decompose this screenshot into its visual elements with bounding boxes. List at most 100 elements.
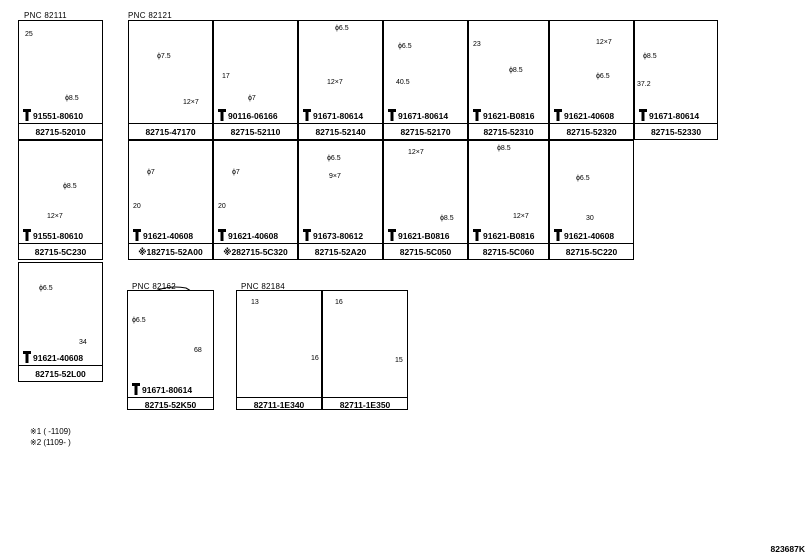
part-cell-82715-52A00[interactable]: ϕ7 20 91621-40608 ※182715-52A00	[128, 140, 213, 260]
dimension-label: 34	[79, 339, 87, 346]
bolt-part-number[interactable]: 91621-40608	[33, 353, 84, 363]
part-number-label[interactable]: 82715-52140	[315, 127, 366, 137]
dimension-label: ϕ7	[147, 169, 155, 176]
part-cell-82715-5C050[interactable]: 12×7 ϕ8.5 91621-B0816 82715-5C050	[383, 140, 468, 260]
dimension-label: 30	[586, 215, 594, 222]
part-number-label[interactable]: ※182715-52A00	[138, 247, 203, 257]
part-number-label[interactable]: 82715-52320	[566, 127, 617, 137]
part-cell-82715-52320[interactable]: 12×7 ϕ6.5 91621-40608 82715-52320	[549, 20, 634, 140]
bolt-part-number[interactable]: 91621-40608	[143, 231, 194, 241]
dimension-label: 23	[473, 41, 481, 48]
part-cell-82715-5C320[interactable]: ϕ7 20 91621-40608 ※282715-5C320	[213, 140, 298, 260]
dimension-label: ϕ8.5	[63, 183, 77, 190]
dimension-label: 12×7	[47, 213, 63, 220]
dimension-label: ϕ7	[248, 95, 256, 102]
dimension-label: ϕ6.5	[39, 285, 53, 292]
dimension-label: ϕ6.5	[132, 317, 146, 324]
part-number-label[interactable]: 82711-1E340	[253, 400, 305, 410]
dimension-label: 12×7	[513, 213, 529, 220]
bolt-part-number[interactable]: 91621-40608	[564, 231, 615, 241]
dimension-label: ϕ7.5	[157, 53, 171, 60]
part-number-label[interactable]: 82715-5C050	[399, 247, 452, 257]
bolt-part-number[interactable]: 90116-06166	[228, 111, 278, 121]
dimension-label: 12×7	[596, 39, 612, 46]
dimension-label: 16	[311, 355, 319, 362]
part-cell-82715-52110[interactable]: 17 ϕ7 90116-06166 82715-52110	[213, 20, 298, 140]
dimension-label: 37.2	[637, 81, 651, 88]
bolt-part-number[interactable]: 91671-80614	[313, 111, 364, 121]
part-cell-82711-1E350[interactable]: 16 15 82711-1E350	[322, 290, 408, 410]
dimension-label: ϕ8.5	[497, 145, 511, 152]
bolt-icon	[472, 109, 482, 121]
part-number-label[interactable]: 82715-52010	[35, 127, 86, 137]
part-number-label[interactable]: 82715-47170	[145, 127, 196, 137]
part-cell-82715-5C220[interactable]: ϕ6.5 30 91621-40608 82715-5C220	[549, 140, 634, 260]
bolt-icon	[387, 229, 397, 241]
part-cell-82715-52330[interactable]: ϕ8.5 37.2 91671-80614 82715-52330	[634, 20, 718, 140]
part-cell-82715-47170[interactable]: ϕ7.5 12×7 82715-47170	[128, 20, 213, 140]
part-number-label[interactable]: 82715-52K50	[144, 400, 197, 410]
dimension-label: ϕ8.5	[65, 95, 79, 102]
bolt-icon	[217, 229, 227, 241]
part-number-label[interactable]: 82711-1E350	[339, 400, 391, 410]
bolt-part-number[interactable]: 91551-80610	[33, 231, 84, 241]
part-number-label[interactable]: 82715-52330	[650, 127, 702, 137]
bolt-icon	[553, 109, 563, 121]
part-number-label[interactable]: 82715-52110	[230, 127, 281, 137]
part-number-label[interactable]: 82715-5C060	[482, 247, 535, 257]
dimension-label: 20	[218, 203, 226, 210]
dimension-label: 12×7	[183, 99, 199, 106]
dimension-label: ϕ6.5	[576, 175, 590, 182]
dimension-label: ϕ6.5	[398, 43, 412, 50]
part-cell-82711-1E340[interactable]: 13 16 82711-1E340	[236, 290, 322, 410]
part-number-label[interactable]: 82715-52A20	[314, 247, 367, 257]
part-cell-82715-52310[interactable]: 23 ϕ8.5 91621-B0816 82715-52310	[468, 20, 549, 140]
part-cell-82715-52170[interactable]: ϕ6.5 40.5 91671-80614 82715-52170	[383, 20, 468, 140]
dimension-label: 12×7	[327, 79, 343, 86]
part-number-label[interactable]: 82715-5C220	[565, 247, 618, 257]
part-number-label[interactable]: 82715-52170	[400, 127, 451, 137]
bolt-icon	[638, 109, 648, 121]
part-number-label[interactable]: 82715-5C230	[34, 247, 87, 257]
part-cell-82715-52A20[interactable]: ϕ6.5 9×7 91673-80612 82715-52A20	[298, 140, 383, 260]
bolt-icon	[22, 351, 32, 363]
footnote-1: ※1 ( -1109)	[30, 427, 71, 436]
part-cell-82715-5C060[interactable]: ϕ8.5 12×7 91621-B0816 82715-5C060	[468, 140, 549, 260]
bolt-part-number[interactable]: 91551-80610	[33, 111, 84, 121]
dimension-label: 13	[251, 299, 259, 306]
dimension-label: ϕ6.5	[327, 155, 341, 162]
bolt-part-number[interactable]: 91673-80612	[313, 231, 364, 241]
dimension-label: 40.5	[396, 79, 410, 86]
bolt-icon	[22, 109, 32, 121]
part-cell-82715-52K50[interactable]: ϕ6.5 68 91671-80614 82715-52K50	[127, 290, 214, 410]
dimension-label: 25	[25, 31, 33, 38]
bolt-part-number[interactable]: 91621-40608	[564, 111, 615, 121]
bolt-icon	[131, 383, 141, 395]
bolt-part-number[interactable]: 91621-B0816	[483, 231, 535, 241]
part-cell-82715-52010[interactable]: 25 ϕ8.5 91551-80610 82715-52010	[18, 20, 103, 140]
bolt-part-number[interactable]: 91671-80614	[649, 111, 700, 121]
dimension-label: ϕ7	[232, 169, 240, 176]
bolt-part-number[interactable]: 91671-80614	[142, 385, 193, 395]
bolt-part-number[interactable]: 91671-80614	[398, 111, 449, 121]
part-cell-82715-52L00[interactable]: ϕ6.5 34 91621-40608 82715-52L00	[18, 262, 103, 382]
pnc-label-82184: PNC 82184	[241, 282, 286, 291]
bolt-icon	[132, 229, 142, 241]
part-cell-82715-5C230[interactable]: ϕ8.5 12×7 91551-80610 82715-5C230	[18, 140, 103, 260]
part-cell-82715-52140[interactable]: ϕ6.5 12×7 91671-80614 82715-52140	[298, 20, 383, 140]
part-number-label[interactable]: ※282715-5C320	[223, 247, 288, 257]
bolt-part-number[interactable]: 91621-B0816	[483, 111, 535, 121]
dimension-label: 20	[133, 203, 141, 210]
part-number-label[interactable]: 82715-52310	[483, 127, 534, 137]
bolt-icon	[302, 229, 312, 241]
dimension-label: 68	[194, 347, 202, 354]
dimension-label: 12×7	[408, 149, 424, 156]
reference-code: 823687K	[770, 544, 805, 554]
bolt-part-number[interactable]: 91621-40608	[228, 231, 279, 241]
bolt-part-number[interactable]: 91621-B0816	[398, 231, 450, 241]
pnc-label-82121: PNC 82121	[128, 11, 173, 20]
footnote-2: ※2 (1109- )	[30, 438, 71, 447]
dimension-label: ϕ6.5	[596, 73, 610, 80]
dimension-label: 15	[395, 357, 403, 364]
part-number-label[interactable]: 82715-52L00	[35, 369, 86, 379]
